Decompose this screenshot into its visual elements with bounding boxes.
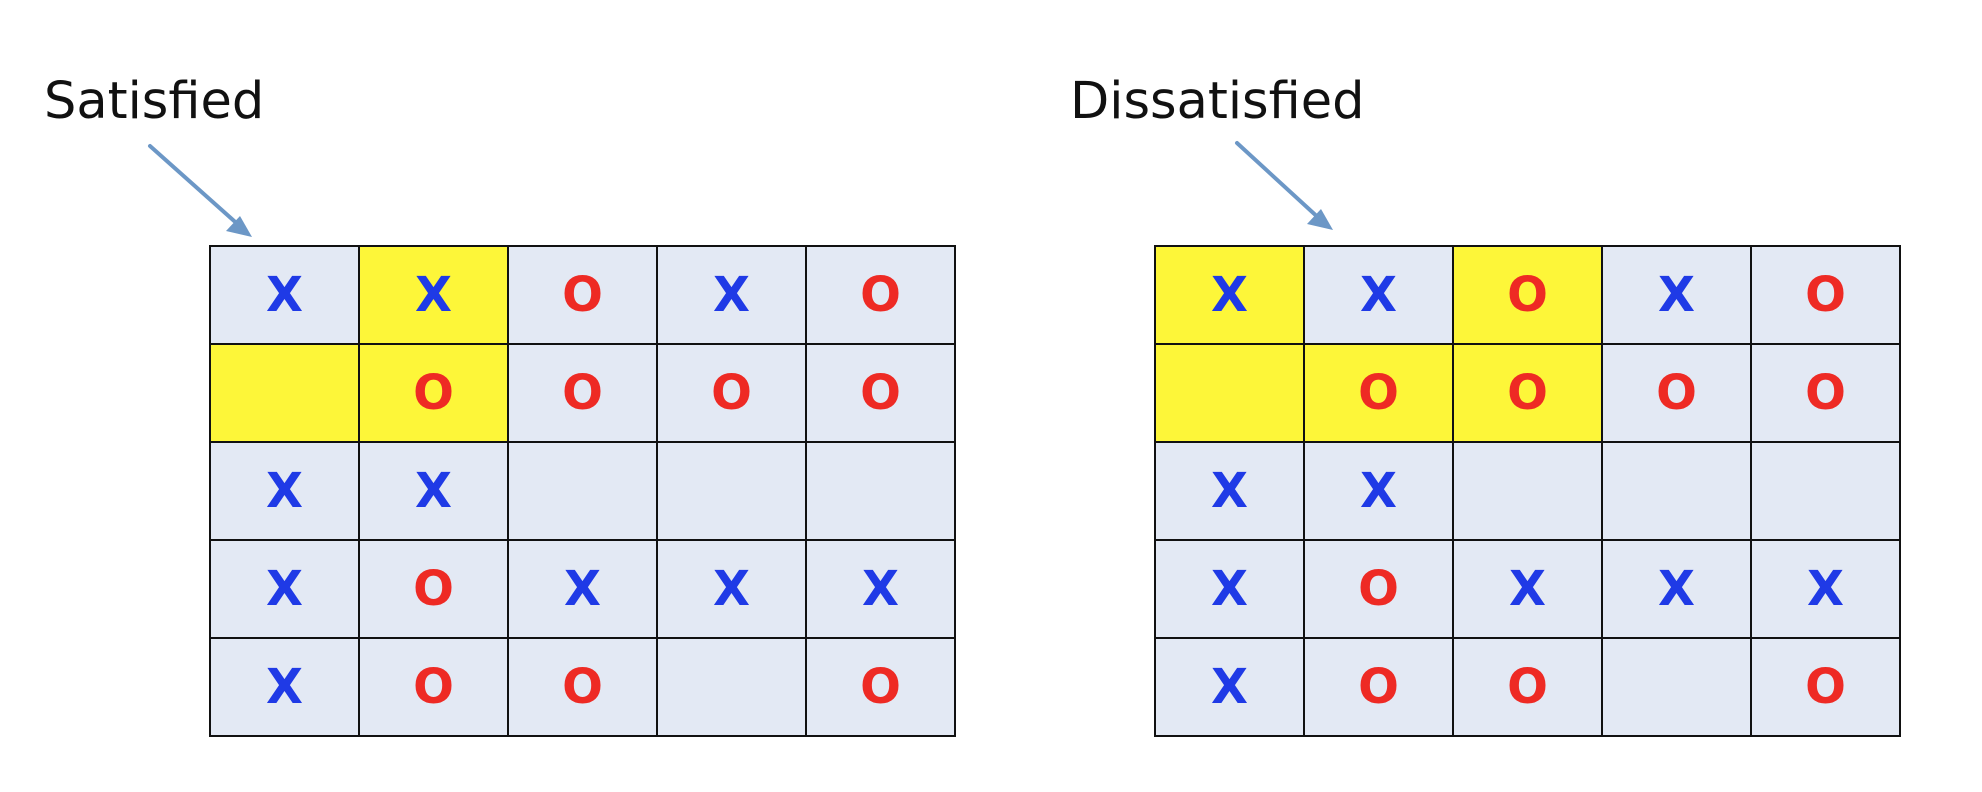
grid-cell: O [360,541,509,639]
grid-cell: O [807,639,956,737]
grid-cell: O [360,345,509,443]
grid-cell: O [509,639,658,737]
grid-cell: X [211,443,360,541]
grid-cell [211,345,360,443]
grid-cell: O [509,247,658,345]
grid-cell: O [1752,639,1901,737]
grid-cell: O [807,247,956,345]
grid-cell: O [1454,639,1603,737]
grid-cell [1156,345,1305,443]
grid-cell [1454,443,1603,541]
grid-cell: X [1305,247,1454,345]
grid-cell: O [1305,541,1454,639]
grid-cell [1603,639,1752,737]
grid-cell: X [1305,443,1454,541]
grid-cell [509,443,658,541]
grid-cell: O [1454,247,1603,345]
grid-cell: O [1454,345,1603,443]
grid-cell [1752,443,1901,541]
grid-cell: X [1156,639,1305,737]
grid-cell: O [1305,345,1454,443]
satisfied-label: Satisfied [44,72,265,131]
grid-cell: X [807,541,956,639]
grid-cell: O [1752,345,1901,443]
grid-cell: O [807,345,956,443]
grid-cell: X [658,541,807,639]
grid-cell [1603,443,1752,541]
grid-cell [658,639,807,737]
grid-cell: X [1603,541,1752,639]
grid-cell: O [1305,639,1454,737]
grid-cell: X [509,541,658,639]
dissatisfied-label: Dissatisfied [1070,72,1365,131]
grid-cell: X [360,247,509,345]
grid-cell: X [1752,541,1901,639]
grid-cell: X [1156,541,1305,639]
grid-cell: O [658,345,807,443]
grid-cell: X [1156,247,1305,345]
grid-cell: X [211,247,360,345]
grid-cell: X [1603,247,1752,345]
grid-cell: X [1156,443,1305,541]
grid-cell: X [360,443,509,541]
grid-cell: X [658,247,807,345]
grid-cell: X [211,639,360,737]
grid-cell: O [1603,345,1752,443]
grid-cell: O [360,639,509,737]
grid-cell [658,443,807,541]
grid-cell: O [1752,247,1901,345]
grid-cell: X [1454,541,1603,639]
grid-cell: O [509,345,658,443]
grid-cell [807,443,956,541]
grid-cell: X [211,541,360,639]
